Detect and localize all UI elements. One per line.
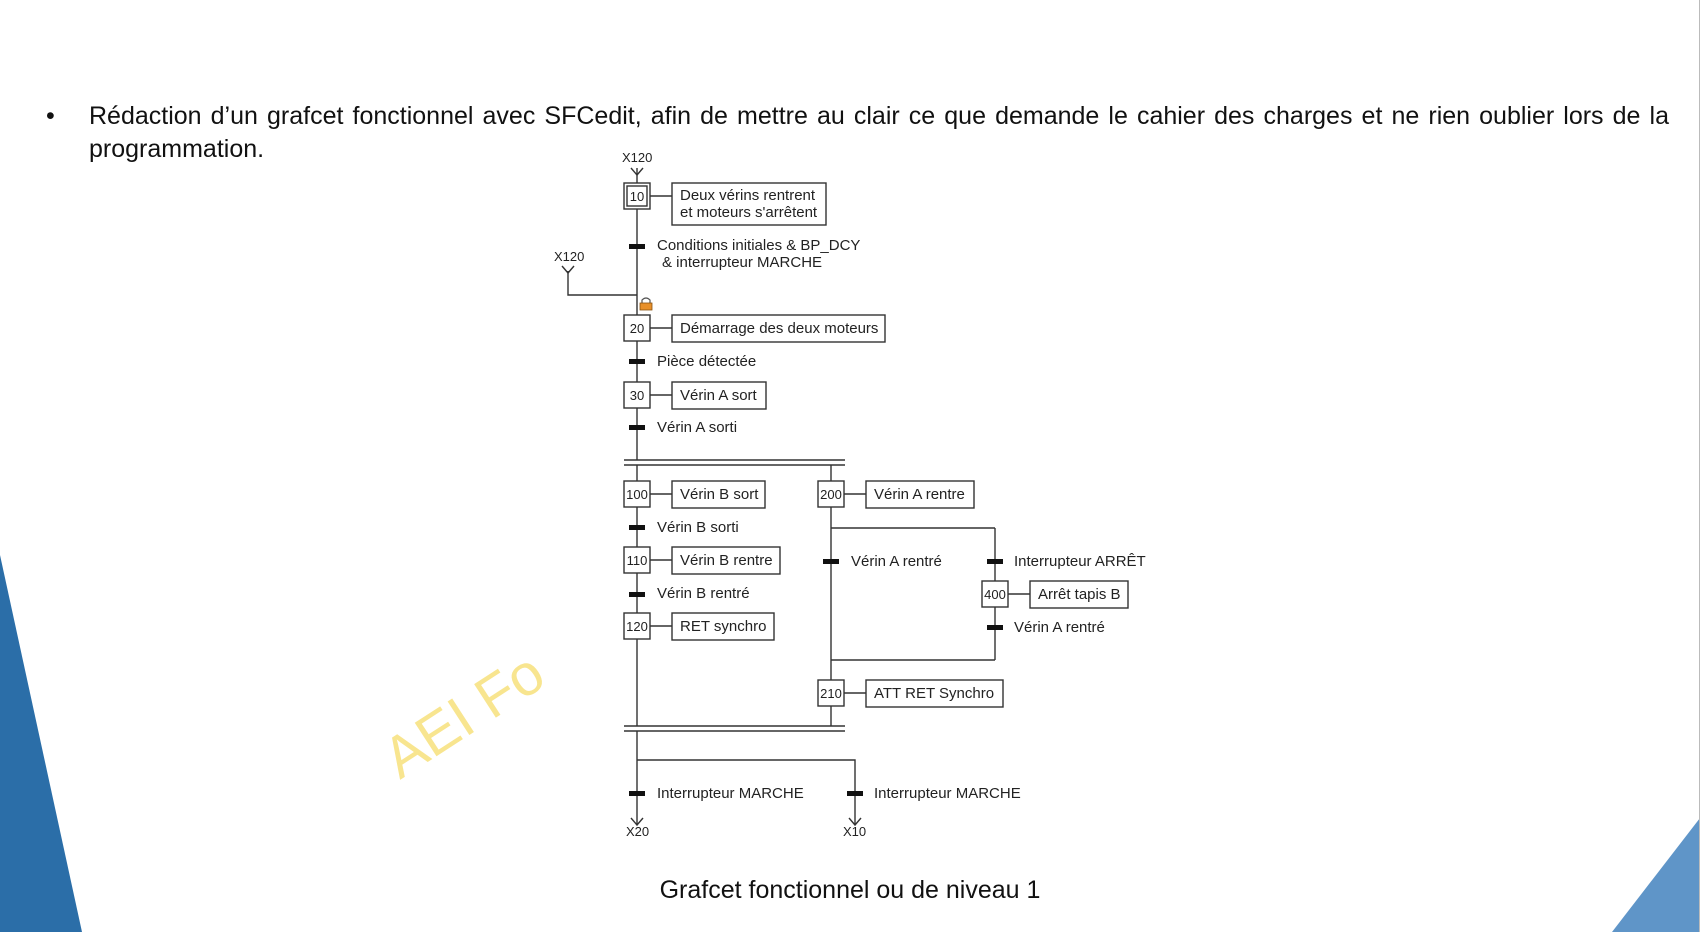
action-text-210: ATT RET Synchro	[874, 685, 994, 702]
grafcet-links	[561, 167, 996, 827]
bullet-text: Rédaction d’un grafcet fonctionnel avec …	[89, 102, 1669, 163]
bullet-point: •	[46, 102, 55, 130]
action-box-210	[865, 679, 1004, 708]
right-blue-triangle	[1612, 818, 1700, 932]
transition-bar	[987, 625, 1003, 630]
step-box-100	[623, 480, 651, 508]
transition-text-end-2: Interrupteur MARCHE	[874, 785, 1021, 802]
step-number-20: 20	[630, 321, 644, 336]
transition-bar	[629, 244, 645, 249]
transition-text-30: Vérin A sorti	[657, 419, 737, 436]
action-box-10	[671, 182, 827, 226]
transition-bars	[629, 244, 1003, 796]
transition-text-20: Pièce détectée	[657, 353, 756, 370]
action-text-20: Démarrage des deux moteurs	[680, 320, 878, 337]
action-text-10-line2: et moteurs s'arrêtent	[680, 204, 818, 221]
transition-bar	[629, 425, 645, 430]
watermark: AEI Fo	[380, 640, 554, 791]
step-number-200: 200	[820, 487, 842, 502]
action-boxes	[671, 182, 1129, 708]
step-number-100: 100	[626, 487, 648, 502]
transition-text-end-1: Interrupteur MARCHE	[657, 785, 804, 802]
action-text-120: RET synchro	[680, 618, 766, 635]
step-number-30: 30	[630, 388, 644, 403]
transition-bar	[823, 559, 839, 564]
action-text-100: Vérin B sort	[680, 486, 759, 503]
action-box-120	[671, 612, 775, 641]
step-number-120: 120	[626, 619, 648, 634]
step-number-10: 10	[630, 189, 644, 204]
ref-label-end-2: X10	[843, 824, 866, 839]
action-box-110	[671, 546, 781, 575]
action-text-200: Vérin A rentre	[874, 486, 965, 503]
transition-bar	[629, 359, 645, 364]
transition-bar	[629, 525, 645, 530]
transition-text-10-line1: Conditions initiales & BP_DCY	[657, 237, 860, 254]
transition-text-stop: Interrupteur ARRÊT	[1014, 553, 1146, 570]
action-box-400	[1029, 580, 1129, 609]
action-box-100	[671, 480, 766, 509]
lock-icon	[639, 297, 653, 311]
action-text-400: Arrêt tapis B	[1038, 586, 1121, 603]
action-text-110: Vérin B rentre	[680, 552, 773, 569]
step-number-110: 110	[627, 553, 648, 568]
transition-text-100: Vérin B sorti	[657, 519, 739, 536]
transition-text-10-line2: & interrupteur MARCHE	[662, 254, 822, 271]
step-number-400: 400	[984, 587, 1006, 602]
step-box-400	[981, 580, 1009, 608]
action-box-200	[865, 480, 975, 509]
action-box-20	[671, 314, 886, 343]
step-boxes	[623, 182, 1009, 707]
action-text-10-line1: Deux vérins rentrent	[680, 187, 816, 204]
diagram-caption: Grafcet fonctionnel ou de niveau 1	[659, 876, 1041, 904]
transition-text-110: Vérin B rentré	[657, 585, 750, 602]
transition-bar	[629, 592, 645, 597]
action-connectors	[650, 195, 1030, 694]
transition-bar	[847, 791, 863, 796]
left-blue-triangle	[0, 555, 82, 932]
ref-label-left: X120	[554, 249, 584, 264]
transition-text-400: Vérin A rentré	[1014, 619, 1105, 636]
step-box-10-inner	[626, 185, 648, 207]
transition-bar	[629, 791, 645, 796]
action-text-30: Vérin A sort	[680, 387, 758, 404]
transition-text-200: Vérin A rentré	[851, 553, 942, 570]
step-number-210: 210	[820, 686, 842, 701]
ref-label-end-1: X20	[626, 824, 649, 839]
transition-bar	[987, 559, 1003, 564]
action-box-30	[671, 381, 767, 410]
ref-label-top: X120	[622, 150, 652, 165]
